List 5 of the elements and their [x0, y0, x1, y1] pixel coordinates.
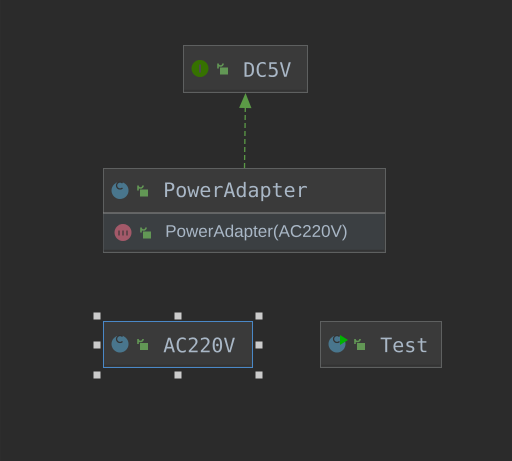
- method-signature: PowerAdapter(AC220V): [166, 224, 346, 240]
- class-name: PowerAdapter: [165, 182, 307, 202]
- class-name: Test: [380, 338, 426, 352]
- class-name: AC220V: [164, 337, 235, 353]
- class-name: DC5V: [244, 62, 291, 78]
